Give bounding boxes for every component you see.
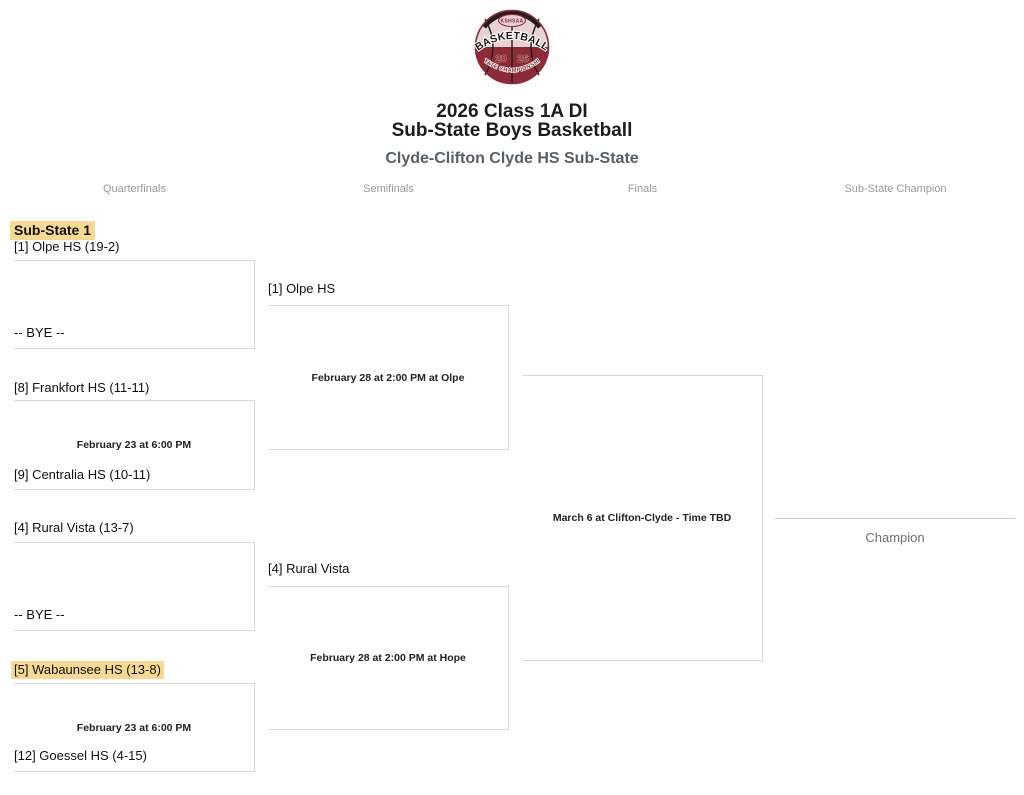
team-olpe-seeded: [1] Olpe HS (19-2) [14, 239, 120, 254]
sub-state-title: Clyde-Clifton Clyde HS Sub-State [385, 150, 639, 167]
basketball-logo-icon: KSHSAA BASKETBALL 20 26 STATE CHAMPIONSH… [471, 0, 552, 85]
quarterfinal-3-box [14, 542, 255, 631]
page-title: 2026 Class 1A DI Sub-State Boys Basketba… [0, 102, 1024, 140]
quarterfinal-4-datetime: February 23 at 6:00 PM [76, 721, 192, 734]
team-frankfort: [8] Frankfort HS (11-11) [14, 380, 150, 395]
team-rural-vista-seeded: [4] Rural Vista (13-7) [14, 520, 134, 535]
semifinal-1-datetime: February 28 at 2:00 PM at Olpe [311, 371, 465, 384]
quarterfinal-2-datetime: February 23 at 6:00 PM [76, 439, 192, 451]
logo-org-text: KSHSAA [501, 19, 524, 25]
page-title-line1: 2026 Class 1A DI [436, 101, 588, 122]
column-header-quarterfinals: Quarterfinals [103, 183, 166, 195]
tournament-logo: KSHSAA BASKETBALL 20 26 STATE CHAMPIONSH… [471, 0, 552, 86]
section-label-sub-state-1: Sub-State 1 [10, 221, 96, 240]
quarterfinal-1-box [14, 260, 255, 349]
final-datetime: March 6 at Clifton-Clyde - Time TBD [552, 512, 732, 524]
quarterfinal-4-box: February 23 at 6:00 PM [14, 683, 255, 772]
semifinal-2-box: February 28 at 2:00 PM at Hope [268, 586, 509, 730]
champion-line [775, 518, 1015, 519]
column-header-semifinals: Semifinals [363, 183, 414, 195]
quarterfinal-2-box: February 23 at 6:00 PM [14, 400, 255, 490]
column-header-finals: Finals [627, 183, 658, 195]
team-wabaunsee-highlighted: [5] Wabaunsee HS (13-8) [11, 661, 164, 679]
column-header-sub-state-champion: Sub-State Champion [844, 183, 947, 195]
team-olpe-semifinal: [1] Olpe HS [268, 281, 336, 296]
semifinal-2-datetime: February 28 at 2:00 PM at Hope [310, 652, 466, 664]
team-centralia: [9] Centralia HS (10-11) [14, 467, 151, 482]
team-rural-vista-semifinal: [4] Rural Vista [268, 561, 350, 576]
champion-label: Champion [865, 530, 925, 545]
semifinal-1-box: February 28 at 2:00 PM at Olpe [268, 305, 509, 450]
final-box: March 6 at Clifton-Clyde - Time TBD [522, 375, 763, 661]
logo-year-right: 26 [517, 54, 529, 65]
team-bye-1: -- BYE -- [14, 325, 65, 340]
logo-year-left: 20 [495, 54, 507, 65]
page-title-line2: Sub-State Boys Basketball [391, 120, 633, 141]
team-goessel: [12] Goessel HS (4-15) [14, 748, 147, 763]
team-bye-2: -- BYE -- [14, 607, 65, 622]
